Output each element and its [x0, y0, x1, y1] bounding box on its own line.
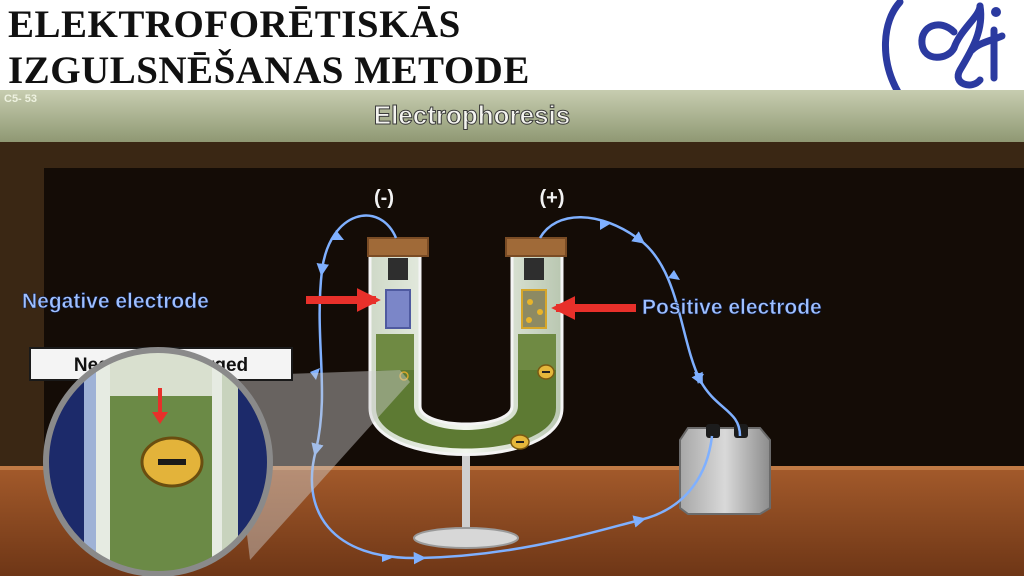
wire-arrow-icon: [310, 368, 320, 380]
wire-arrow-icon: [332, 230, 344, 240]
wire-arrow-icon: [382, 554, 392, 562]
positive-electrode-label: Positive electrode: [642, 296, 822, 319]
battery: [679, 427, 771, 515]
wire-arrow-icon: [668, 270, 680, 280]
electrophoresis-figure: C5- 53 Electrophoresis: [0, 90, 1024, 576]
zoom-beam: [228, 370, 410, 560]
negative-electrode-holder: [388, 258, 408, 280]
minus-sign: (-): [374, 187, 394, 209]
left-stopper: [367, 237, 429, 257]
negative-particle: [510, 434, 530, 450]
charged-particle: [140, 436, 204, 488]
particle-deposit: [526, 317, 532, 323]
wire-positive: [538, 216, 742, 437]
figure-heading: Electrophoresis: [374, 100, 571, 130]
positive-electrode-holder: [524, 258, 544, 280]
positive-electrode: [521, 289, 547, 329]
slide-title: ELEKTROFORĒTISKĀS IZGULSNĒŠANAS METODE: [8, 2, 530, 94]
wire-arrow-icon: [694, 372, 704, 384]
wire-negative: [310, 214, 714, 565]
right-stopper: [505, 237, 567, 257]
zoom-lens: [43, 347, 273, 576]
stand-base: [413, 527, 519, 549]
slide-title-line-2: IZGULSNĒŠANAS METODE: [8, 49, 530, 92]
negative-particle: [537, 364, 555, 380]
negative-electrode: [385, 289, 411, 329]
plus-sign: (+): [540, 187, 565, 209]
corner-code: C5- 53: [4, 93, 37, 105]
particle-deposit: [537, 309, 543, 315]
battery-terminal-negative: [706, 424, 720, 438]
slide-title-line-1: ELEKTROFORĒTISKĀS: [8, 3, 461, 46]
particle-deposit: [527, 299, 533, 305]
wire-arrow-icon: [600, 220, 610, 230]
cfi-logo-icon: [876, 0, 1024, 96]
liquid-right-arm: [518, 334, 556, 370]
liquid-left-arm: [376, 334, 414, 370]
title-banner: [0, 90, 1024, 142]
negative-electrode-label: Negative electrode: [22, 290, 209, 313]
battery-terminal-positive: [734, 424, 748, 438]
callout-pointer-head: [152, 412, 168, 424]
